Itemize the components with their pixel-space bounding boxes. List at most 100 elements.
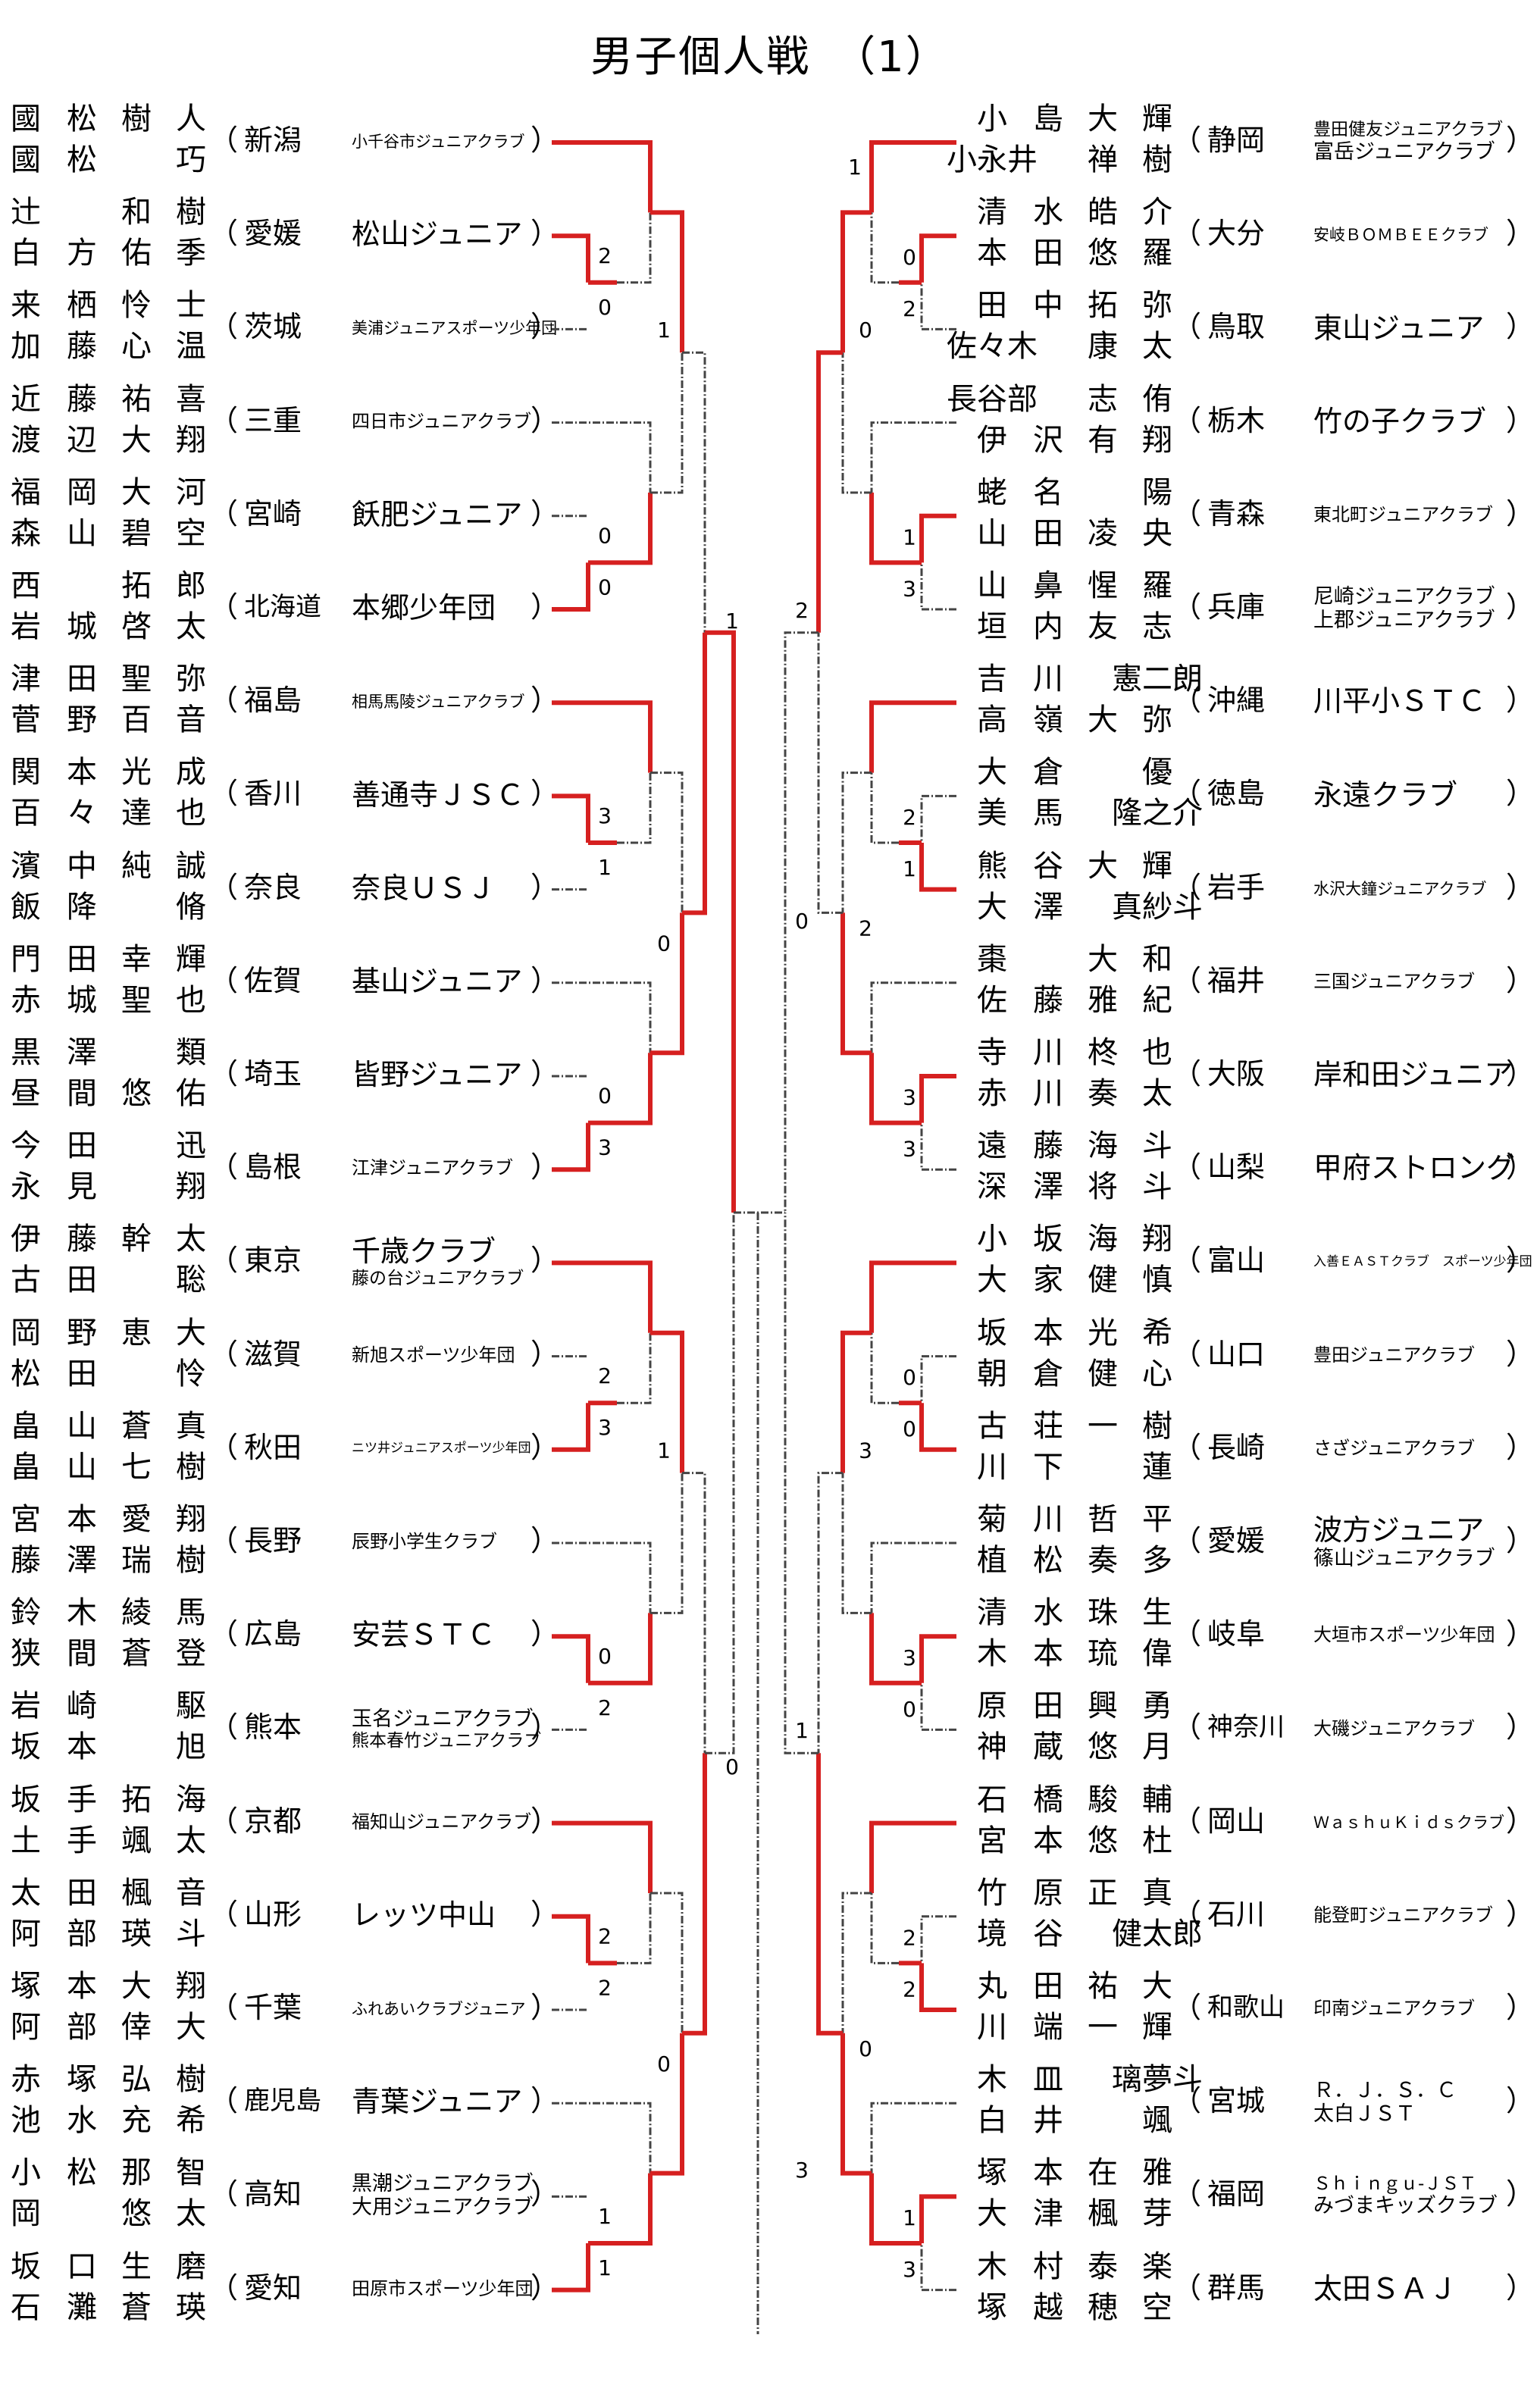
name-char: 國	[11, 102, 41, 136]
club-line: 東北町ジュニアクラブ	[1313, 504, 1494, 525]
left-entry: 門田幸輝赤城聖也（佐賀基山ジュニア）	[0, 935, 568, 1028]
bracket-line	[869, 1820, 956, 1893]
name-char: 蛯	[977, 474, 1007, 510]
bracket-line	[869, 1260, 956, 1333]
name-char: 塚	[11, 1969, 41, 2004]
match-score: 2	[903, 1925, 916, 1950]
pair-names: 濱中純誠飯降脩	[0, 846, 206, 928]
name-char: 木	[67, 1595, 97, 1631]
match-score: 2	[598, 1923, 612, 1948]
bracket-line	[705, 630, 736, 1213]
name-char: 和	[1142, 941, 1172, 977]
name-char: 吉	[977, 662, 1007, 697]
club-name: 三国ジュニアクラブ	[1313, 937, 1503, 1028]
name-char: 松	[67, 2155, 97, 2191]
name-char: 松	[67, 102, 97, 136]
club-name: 水沢大鐘ジュニアクラブ	[1313, 843, 1503, 934]
name-char: 津	[11, 662, 41, 697]
pair-names: 大倉優美馬隆之介	[966, 752, 1203, 834]
bracket-line	[920, 282, 956, 330]
bracket-line	[682, 351, 706, 633]
bracket-line	[617, 2173, 653, 2246]
player-name: 塚本大翔	[0, 1966, 206, 2007]
prefecture: 徳島	[1207, 777, 1266, 811]
club-name: 福知山ジュニアクラブ	[352, 1777, 534, 1868]
player-name: 飯降脩	[0, 887, 206, 928]
bracket-line	[705, 1213, 735, 1754]
name-char: 谷	[1033, 848, 1063, 884]
name-char: 誠	[176, 848, 206, 884]
match-score: 1	[725, 609, 739, 634]
name-char: 佑	[176, 1076, 206, 1111]
player-name: 黒澤類	[0, 1032, 206, 1073]
name-char: 紀	[1142, 982, 1172, 1018]
club-line: 松山ジュニア	[352, 218, 523, 252]
name-char: 翔	[176, 422, 206, 458]
club-line: 黒潮ジュニアクラブ	[352, 2172, 534, 2196]
name-char: 島	[1033, 102, 1063, 136]
left-entry: 小松那智岡悠太（高知黒潮ジュニアクラブ大用ジュニアクラブ）	[0, 2149, 568, 2242]
paren-open: （	[1172, 496, 1202, 530]
player-name: 山田凌央	[966, 513, 1172, 554]
bracket-line	[920, 1682, 956, 1731]
club-line: 善通寺ＪＳＣ	[352, 778, 525, 812]
paren-close: ）	[531, 1150, 560, 1185]
player-name: 岩崎駆	[0, 1685, 206, 1726]
name-char: 陽	[1142, 474, 1172, 510]
match-score: 2	[598, 1975, 612, 2000]
club-line: レッツ中山	[352, 1898, 496, 1932]
name-char: 季	[176, 236, 206, 271]
paren-open: （	[209, 310, 239, 344]
name-char: 馬	[1033, 796, 1063, 831]
name-char: 松	[11, 1356, 41, 1391]
paren-close: ）	[531, 963, 560, 997]
name-char: 田	[67, 1263, 97, 1298]
left-entry: 塚本大翔阿部倖大（千葉ふれあいクラブジュニア）	[0, 1962, 568, 2055]
bracket-line	[870, 1332, 899, 1404]
name-char: 颯	[121, 1823, 152, 1858]
player-name: 吉川憲二朗	[966, 659, 1203, 699]
match-score: 1	[598, 2255, 612, 2280]
paren-close: ）	[1506, 217, 1535, 251]
left-entry: 太田楓音阿部瑛斗（山形レッツ中山）	[0, 1869, 568, 1962]
name-char: 鼻	[1033, 568, 1063, 603]
paren-close: ）	[1506, 684, 1535, 718]
paren-open: （	[209, 1524, 239, 1557]
name-char: 山	[977, 568, 1007, 603]
name-char: 藤	[11, 1543, 41, 1578]
name-char: 綾	[121, 1595, 152, 1631]
left-entry: 西拓郎岩城啓太（北海道本郷少年団）	[0, 562, 568, 655]
name-char: 樹	[176, 1449, 206, 1485]
name-char: 輝	[176, 941, 206, 977]
prefecture: 熊本	[244, 1710, 302, 1745]
name-char: 小永井	[947, 142, 1038, 177]
name-char: 栖	[67, 288, 97, 324]
match-score: 0	[903, 1697, 916, 1722]
paren-open: （	[209, 1804, 239, 1838]
club-name: 辰野小学生クラブ	[352, 1497, 534, 1588]
name-char: 田	[67, 1356, 97, 1391]
right-entry: 熊谷大輝大澤真紗斗（岩手水沢大鐘ジュニアクラブ）	[966, 842, 1535, 935]
player-name: 今田迅	[0, 1125, 206, 1166]
player-name: 赤城聖也	[0, 980, 206, 1021]
pair-names: 伊藤幹太古田聡	[0, 1219, 206, 1300]
name-char: 達	[121, 796, 152, 831]
paren-close: ）	[531, 1897, 560, 1931]
match-score: 0	[657, 931, 671, 956]
player-name: 坂本旭	[0, 1726, 206, 1767]
club-name: 小千谷市ジュニアクラブ	[352, 96, 534, 187]
bracket-line	[817, 632, 843, 914]
club-line: 富岳ジュニアクラブ	[1313, 139, 1495, 164]
name-char: 福	[11, 474, 41, 510]
paren-close: ）	[531, 1244, 560, 1278]
bracket-line	[870, 1893, 899, 1964]
club-name: 本郷少年団	[352, 563, 534, 654]
bracket-line	[841, 771, 872, 913]
name-char: 田	[67, 1875, 97, 1911]
left-entry: 濱中純誠飯降脩（奈良奈良ＵＳＪ）	[0, 842, 568, 935]
match-score: 1	[598, 2204, 612, 2229]
name-char: 温	[176, 329, 206, 365]
name-char: 藤	[1033, 982, 1063, 1018]
paren-close: ）	[531, 2271, 560, 2305]
paren-close: ）	[531, 1337, 560, 1371]
